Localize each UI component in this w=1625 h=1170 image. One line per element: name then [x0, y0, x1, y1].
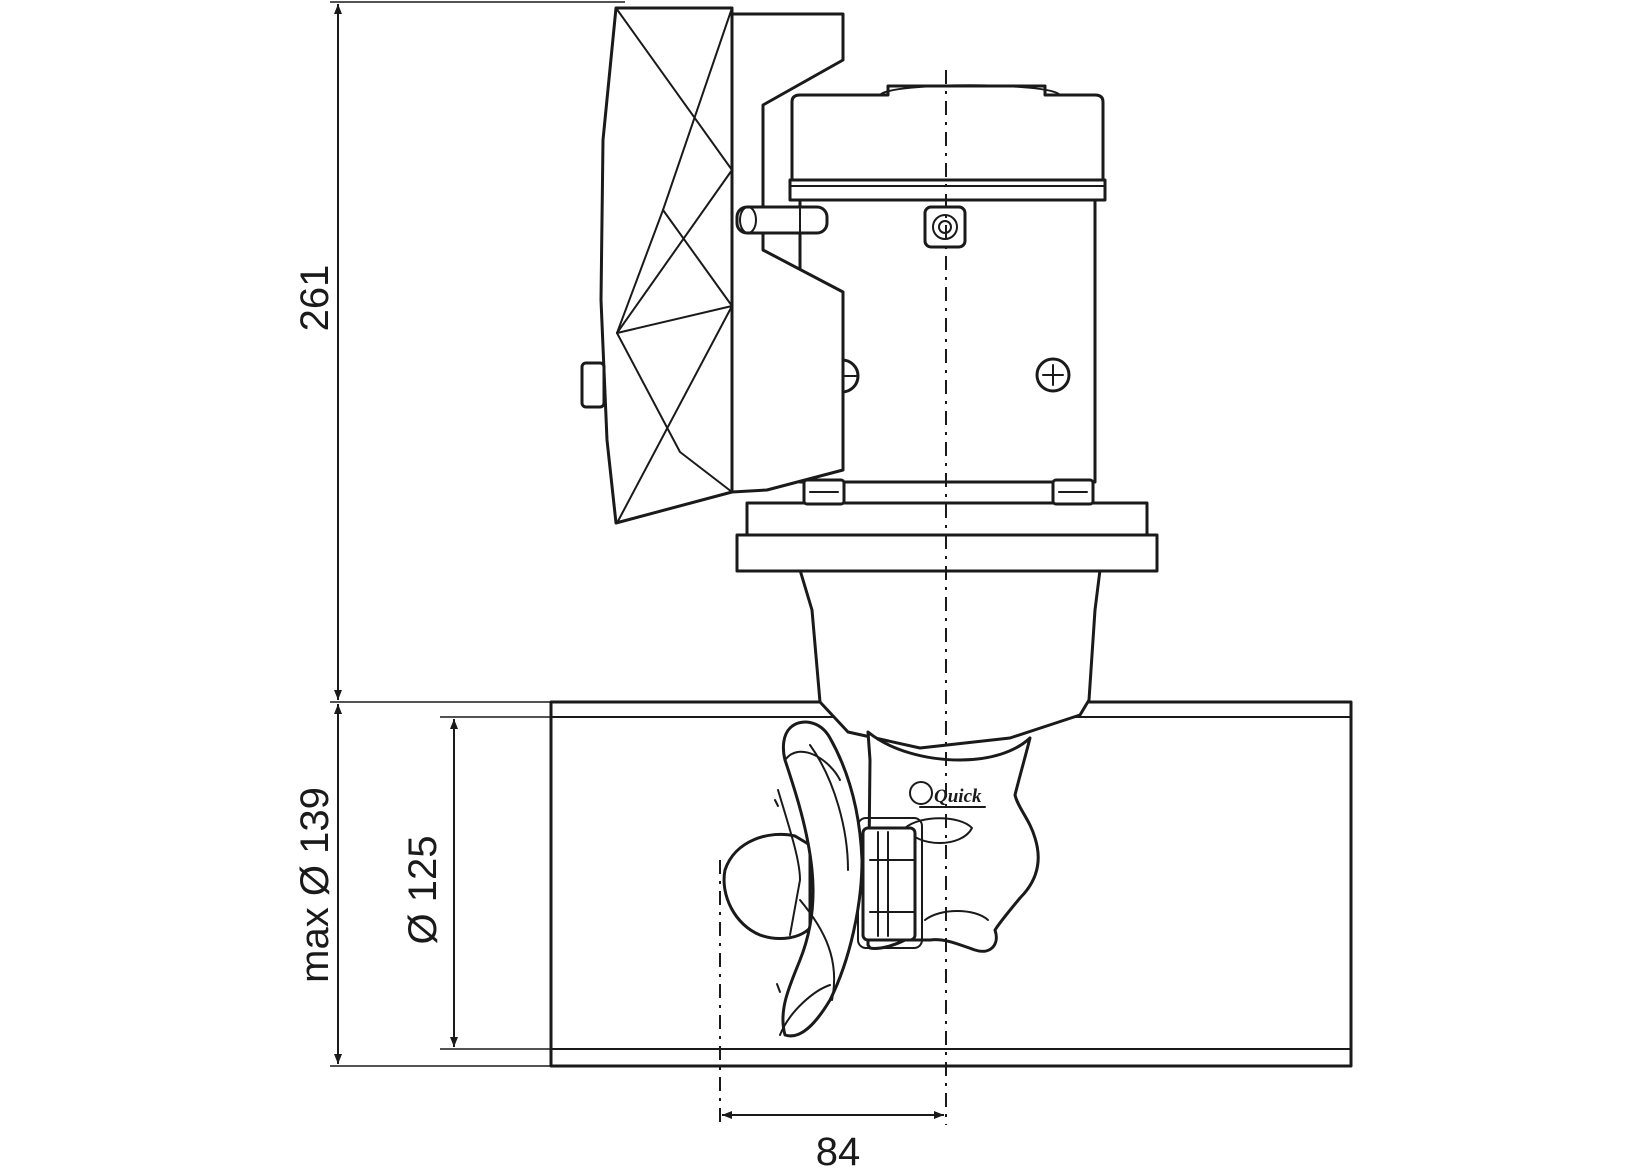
motor-cap	[788, 84, 1107, 202]
propeller	[722, 720, 864, 1038]
control-box-connector	[580, 361, 606, 409]
leg-housing	[798, 568, 1102, 750]
tunnel-diameter-dimension: max Ø 139	[293, 704, 550, 1067]
phillips-screw-icon	[1035, 357, 1071, 393]
propeller-offset-dimension: 84	[722, 1111, 944, 1170]
height-dimension: 261	[293, 1, 625, 703]
height-dimension-label: 261	[293, 265, 337, 332]
brand-logo-text: Quick	[934, 786, 982, 807]
control-box	[599, 6, 734, 525]
propeller-diameter-dimension: Ø 125	[401, 716, 550, 1050]
propeller-flange	[857, 817, 923, 949]
tunnel-diameter-label: max Ø 139	[293, 787, 337, 983]
control-box-bracket	[730, 12, 845, 494]
propeller-diameter-label: Ø 125	[401, 836, 445, 945]
propeller-offset-label: 84	[816, 1130, 861, 1170]
cable-gland	[735, 205, 829, 235]
